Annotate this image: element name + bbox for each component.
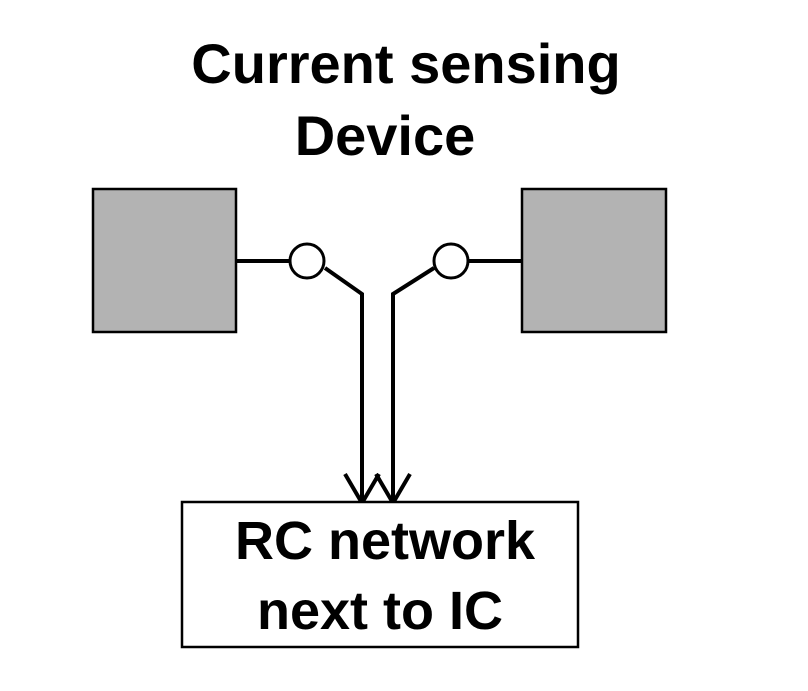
right-connection-node (432, 242, 470, 280)
title-line-1: Current sensing (191, 32, 621, 95)
right-sense-trace (391, 266, 436, 500)
title-line-2: Device (294, 104, 476, 167)
left-connection-node (288, 242, 326, 280)
diagram-title: Current sensing Device (0, 28, 808, 172)
rc-network-label-line-2: next to IC (256, 581, 503, 641)
right-sense-pad (520, 187, 668, 334)
left-sense-pad (91, 187, 238, 334)
rc-network-label: RC network next to IC (182, 502, 578, 647)
rc-network-label-line-1: RC network (234, 511, 536, 571)
left-sense-trace (323, 266, 364, 500)
rc-network-box (180, 500, 580, 649)
